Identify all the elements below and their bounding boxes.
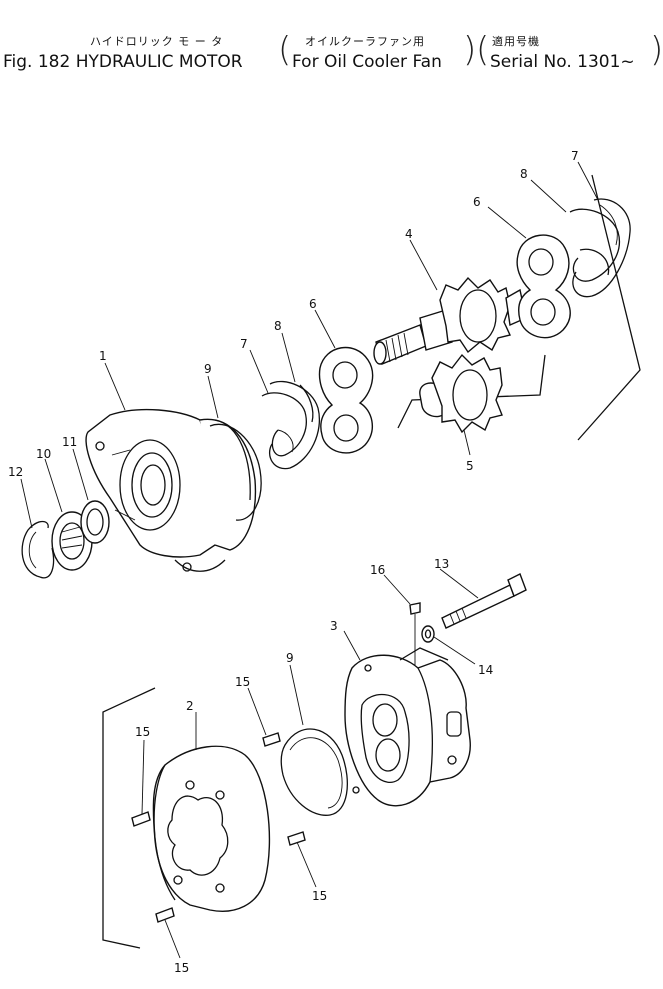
rear-cover-part-3 (344, 647, 471, 807)
dowel-pin-part-15-c (287, 831, 306, 846)
figure-title: Fig. 182 HYDRAULIC MOTOR (3, 52, 243, 72)
subtitle-oil-cooler-fan: For Oil Cooler Fan (292, 52, 442, 72)
callout-11: 11 (62, 435, 77, 449)
callout-6-right: 6 (473, 195, 481, 209)
callout-8-right: 8 (520, 167, 528, 181)
snap-ring-part-12 (21, 520, 55, 579)
callout-9-upper: 9 (204, 362, 212, 376)
bolt-part-13 (441, 573, 527, 629)
dowel-pin-part-15-b (262, 732, 281, 747)
dowel-pin-part-15-d (155, 907, 175, 923)
callout-3: 3 (330, 619, 338, 633)
subtitle-serial-number: Serial No. 1301~ (490, 52, 635, 72)
dowel-pin-part-15-a (131, 811, 151, 827)
driven-gear-part-5 (419, 353, 503, 434)
callout-1: 1 (99, 349, 107, 363)
callout-13: 13 (434, 557, 449, 571)
callout-10: 10 (36, 447, 51, 461)
callout-15-top: 15 (235, 675, 250, 689)
callout-6-left: 6 (309, 297, 317, 311)
seal-set-left-parts-7-8 (261, 380, 320, 470)
paren-open-2: ( (476, 30, 490, 70)
washer-part-14 (421, 625, 435, 643)
o-ring-upper-part-9 (209, 423, 262, 521)
bushing-right-part-6 (516, 234, 571, 339)
japanese-title: ハイドロリック モ ー タ (90, 35, 224, 48)
callout-9-lower: 9 (286, 651, 294, 665)
o-ring-lower-part-9 (280, 728, 348, 816)
oil-seal-part-11 (80, 500, 110, 544)
paren-close-2: ) (650, 30, 663, 70)
plug-part-16 (409, 602, 421, 665)
callout-15-right: 15 (312, 889, 327, 903)
front-cover-part-1 (85, 408, 257, 572)
japanese-subtitle-1: オイルクーラファン用 (305, 35, 425, 48)
gear-housing-part-2 (152, 745, 271, 912)
callout-7-left: 7 (240, 337, 248, 351)
paren-open-1: ( (278, 30, 292, 70)
callout-labels: 1 2 3 4 5 6 6 7 7 8 8 9 9 10 11 12 13 14… (8, 149, 579, 975)
callout-7-right: 7 (571, 149, 579, 163)
callout-12: 12 (8, 465, 23, 479)
callout-14: 14 (478, 663, 493, 677)
callout-4: 4 (405, 227, 413, 241)
drive-gear-shaft-part-4 (373, 276, 527, 365)
lower-group-bracket (102, 687, 156, 949)
seal-set-right-parts-7-8 (569, 198, 631, 298)
leader-lines (20, 161, 599, 959)
bushing-left-part-6 (318, 346, 374, 454)
callout-2: 2 (186, 699, 194, 713)
japanese-subtitle-2: 適用号機 (492, 35, 540, 48)
callout-16: 16 (370, 563, 385, 577)
callout-15-left: 15 (135, 725, 150, 739)
callout-5: 5 (466, 459, 474, 473)
callout-15-bottom: 15 (174, 961, 189, 975)
paren-close-1: ) (463, 30, 477, 70)
callout-8-left: 8 (274, 319, 282, 333)
